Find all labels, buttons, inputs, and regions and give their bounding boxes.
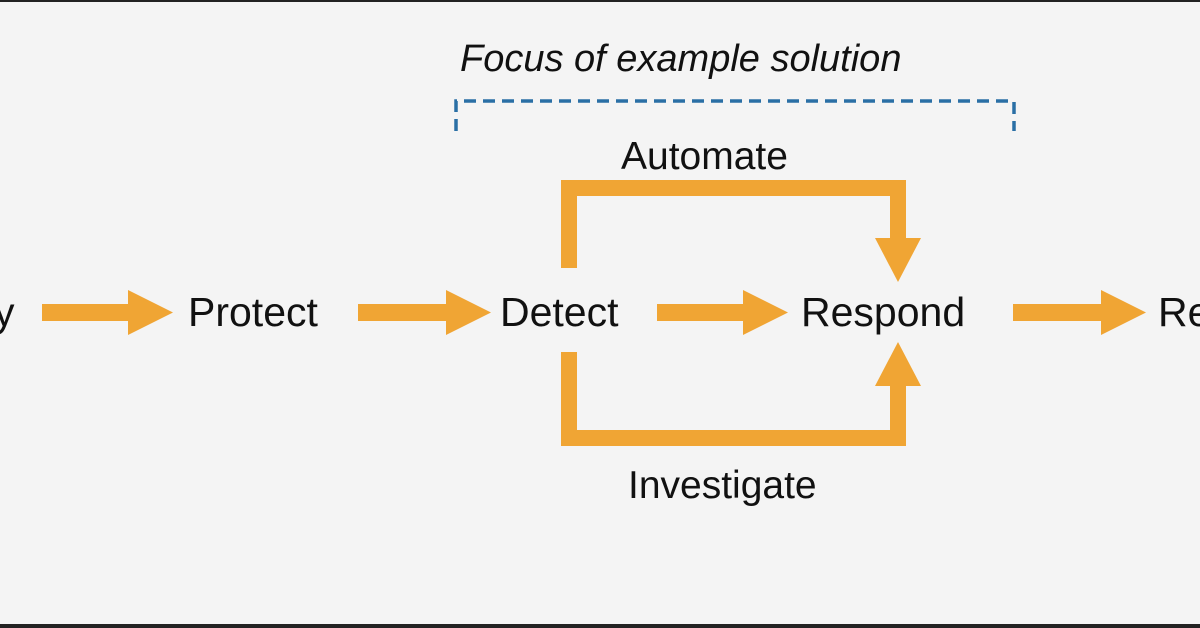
top-border [0,0,1200,2]
protect-node-label: Protect [188,289,318,335]
arrow-detect-to-respond [657,290,788,335]
respond-node-label: Respond [801,289,966,335]
focus-caption: Focus of example solution [460,38,902,80]
identify-node-label: y [0,289,15,335]
recover-node-label: Re [1158,289,1200,335]
investigate-label: Investigate [628,464,817,507]
detect-node-label: Detect [500,289,619,335]
arrow-automate-path [561,180,921,282]
arrow-respond-to-recover [1013,290,1146,335]
automate-label: Automate [621,135,788,178]
arrow-investigate-path [561,342,921,446]
arrow-protect-to-detect [358,290,491,335]
arrow-identify-to-protect [42,290,173,335]
bottom-border [0,624,1200,628]
focus-bracket [454,99,1016,131]
